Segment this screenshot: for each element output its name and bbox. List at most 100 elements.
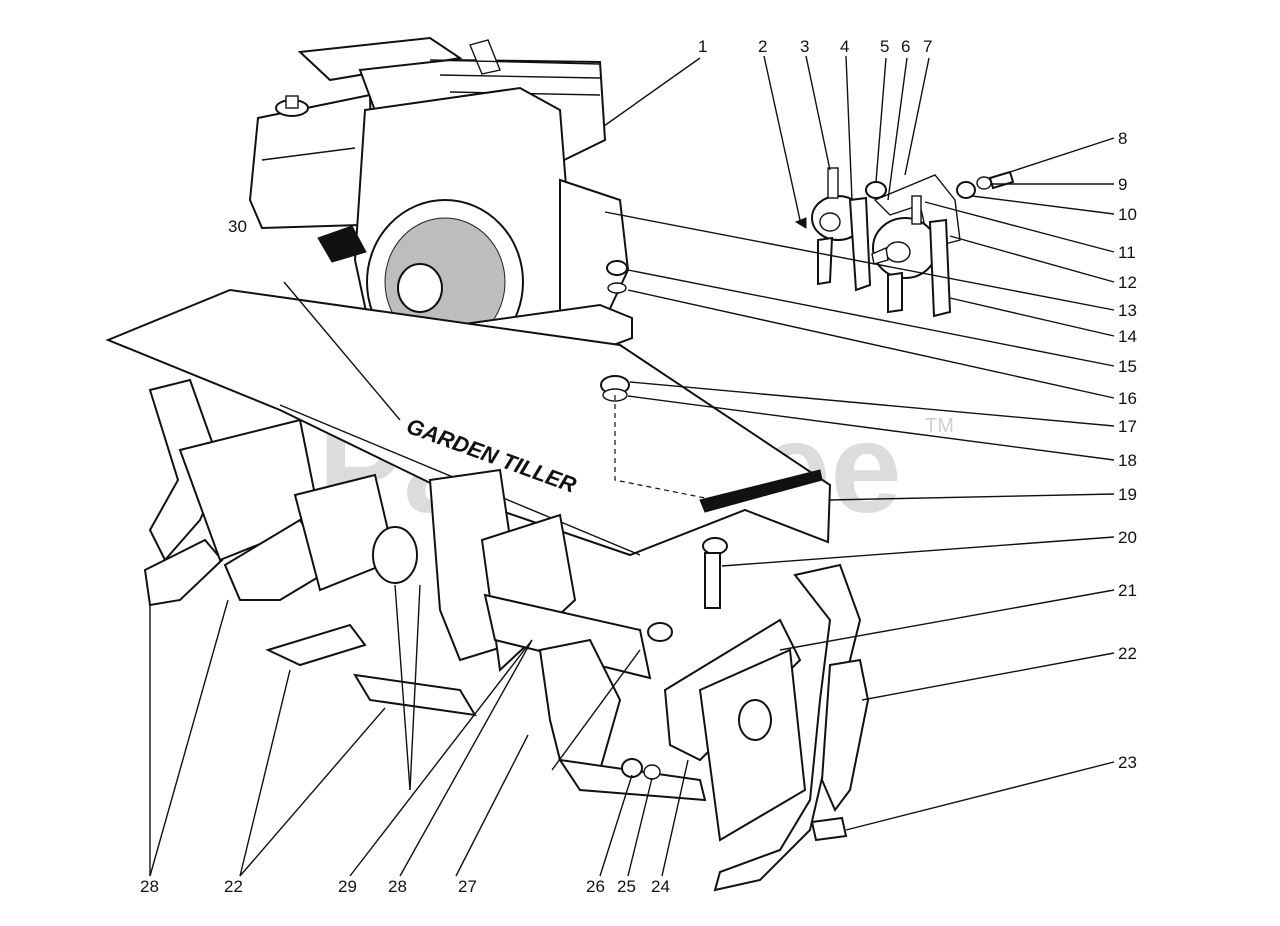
leader-23: [845, 761, 1115, 831]
collar-29: [372, 526, 418, 584]
throttle-lever: [469, 39, 501, 75]
washer-10: [956, 181, 976, 199]
callout-5: 5: [880, 37, 889, 56]
leader-28-collar-b: [409, 584, 421, 791]
leader-21: [779, 589, 1115, 651]
fuel-tank: [248, 93, 374, 230]
tine-28-left-upper: [148, 378, 224, 562]
hub-bore: [738, 699, 772, 741]
leader-25: [627, 777, 653, 877]
leader-30: [283, 281, 401, 421]
callout-24: 24: [651, 877, 670, 896]
pulley-large-bore: [885, 241, 911, 263]
washer-16: [607, 282, 627, 294]
callout-13: 13: [1118, 301, 1137, 320]
set-screw-11: [911, 195, 922, 225]
callout-6: 6: [901, 37, 910, 56]
leader-28b: [149, 599, 229, 877]
leader-24: [661, 759, 689, 877]
bolt-20-head: [702, 537, 728, 555]
callout-labels: 1 2 3 4 5 6 7 8 9 10 11 12 13 14 15 16 1…: [140, 37, 1137, 896]
leader-27: [455, 734, 529, 877]
leader-4: [845, 55, 853, 201]
leader-7: [904, 57, 930, 176]
leader-8: [1009, 137, 1115, 173]
bolt-path: [614, 395, 716, 501]
callout-17: 17: [1118, 417, 1137, 436]
leader-19: [829, 493, 1115, 501]
callout-22-right: 22: [1118, 644, 1137, 663]
belt-4: [848, 196, 872, 292]
mount-hardware: [600, 260, 728, 609]
callout-25: 25: [617, 877, 636, 896]
callout-23: 23: [1118, 753, 1137, 772]
hub-plate-24: [698, 648, 807, 842]
leader-22-right: [861, 652, 1115, 701]
bolt-23: [810, 816, 848, 842]
leader-3: [805, 55, 831, 171]
bushing-5: [865, 181, 887, 199]
leader-20: [721, 536, 1115, 567]
tine-22-right-inner: [820, 658, 870, 812]
callout-26: 26: [586, 877, 605, 896]
callout-4: 4: [840, 37, 849, 56]
leader-hairpin: [551, 649, 641, 771]
callout-leaders: [149, 55, 1115, 877]
fuel-tank-seam: [261, 147, 356, 161]
engine-top-cover: [297, 36, 463, 82]
tine-shaft: [483, 593, 652, 680]
callout-2: 2: [758, 37, 767, 56]
key-13: [871, 247, 889, 265]
head-fins-2: [439, 74, 601, 79]
leader-14: [949, 297, 1115, 337]
hairpin-bolt: [647, 622, 673, 642]
leader-13: [604, 211, 1115, 311]
tine-22-left: [265, 623, 367, 667]
key-2: [794, 217, 807, 229]
callout-27: 27: [458, 877, 477, 896]
bolt-20-shank: [704, 552, 721, 609]
leader-12: [949, 235, 1115, 283]
callout-29: 29: [338, 877, 357, 896]
callout-30: 30: [228, 217, 247, 236]
shield-rim: [699, 469, 823, 513]
leader-28-center: [399, 639, 533, 877]
leader-5: [875, 57, 887, 183]
leader-22a: [239, 669, 291, 877]
callout-12: 12: [1118, 273, 1137, 292]
leader-11: [924, 201, 1115, 253]
leader-2: [763, 55, 801, 221]
leader-26: [599, 774, 633, 877]
callout-11: 11: [1118, 243, 1136, 262]
callout-3: 3: [800, 37, 809, 56]
leader-15: [627, 269, 1115, 367]
belt-4b: [817, 236, 834, 286]
callout-18: 18: [1118, 451, 1137, 470]
belt-14: [928, 218, 952, 318]
tine-assembly: [143, 378, 870, 892]
lockwasher-9: [976, 176, 992, 190]
starter-handle: [317, 225, 367, 263]
callout-1: 1: [698, 37, 707, 56]
callout-15: 15: [1118, 357, 1137, 376]
starter-hub: [397, 263, 443, 313]
lockwasher-25: [643, 764, 661, 780]
tine-28-mid: [223, 518, 332, 601]
leader-6: [887, 57, 908, 201]
callout-14: 14: [1118, 327, 1137, 346]
leader-17: [629, 381, 1115, 427]
head-fins-1: [429, 59, 601, 65]
belt-14b: [887, 271, 903, 314]
callout-16: 16: [1118, 389, 1137, 408]
leader-16: [627, 289, 1115, 399]
callout-8: 8: [1118, 129, 1127, 148]
callout-7: 7: [923, 37, 932, 56]
callout-19: 19: [1118, 485, 1137, 504]
leader-10: [971, 195, 1115, 215]
nut-26: [621, 758, 643, 778]
nut-15: [606, 260, 628, 276]
leader-1: [603, 57, 701, 127]
callout-9: 9: [1118, 175, 1127, 194]
